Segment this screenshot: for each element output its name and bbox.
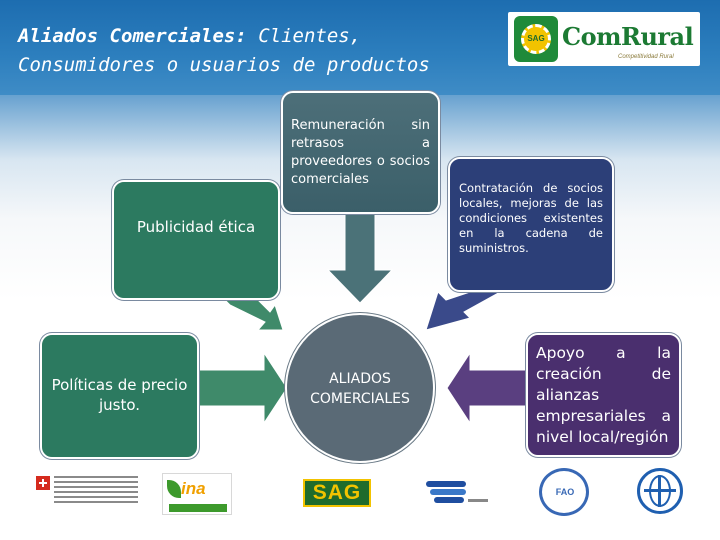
brand-name: ComRural bbox=[562, 22, 694, 51]
ina-logo: ina bbox=[162, 473, 232, 515]
arrow-from-contratacion bbox=[425, 291, 502, 331]
arrow-from-remuneracion bbox=[326, 213, 394, 304]
center-node: ALIADOS COMERCIALES bbox=[285, 313, 435, 463]
slide-title: Aliados Comerciales: Clientes, Consumido… bbox=[18, 22, 488, 80]
arrow-from-apoyo bbox=[446, 351, 527, 425]
comrural-logo: SAG ComRural Competitividad Rural bbox=[508, 12, 700, 66]
title-line2: Consumidores o usuarios de productos bbox=[18, 54, 430, 76]
arrow-from-politicas bbox=[198, 351, 288, 425]
node-politicas: Políticas de precio justo. bbox=[40, 333, 199, 459]
node-publicidad: Publicidad ética bbox=[112, 180, 280, 300]
sag-emblem-icon: SAG bbox=[514, 16, 558, 62]
world-bank-logo bbox=[637, 468, 683, 514]
title-bold: Aliados Comerciales: bbox=[18, 25, 247, 47]
swiss-cooperation-logo bbox=[32, 470, 142, 514]
brand-tagline: Competitividad Rural bbox=[618, 54, 674, 60]
ina-text: ina bbox=[181, 479, 206, 498]
sag-logo: SAG bbox=[303, 479, 371, 507]
title-rest: Clientes, bbox=[246, 25, 362, 47]
emblem-text: SAG bbox=[527, 34, 545, 43]
arrow-from-publicidad bbox=[223, 299, 284, 331]
fao-logo: FAO bbox=[539, 468, 589, 516]
sefin-logo bbox=[420, 477, 490, 513]
node-apoyo: Apoyo a la creación de alianzas empresar… bbox=[526, 333, 681, 457]
node-contratacion: Contratación de socios locales, mejoras … bbox=[448, 157, 614, 292]
fao-text: FAO bbox=[555, 487, 575, 497]
swiss-flag-icon bbox=[36, 476, 50, 490]
leaf-icon bbox=[167, 480, 181, 498]
node-remuneracion: Remuneración sin retrasos a proveedores … bbox=[281, 91, 440, 214]
